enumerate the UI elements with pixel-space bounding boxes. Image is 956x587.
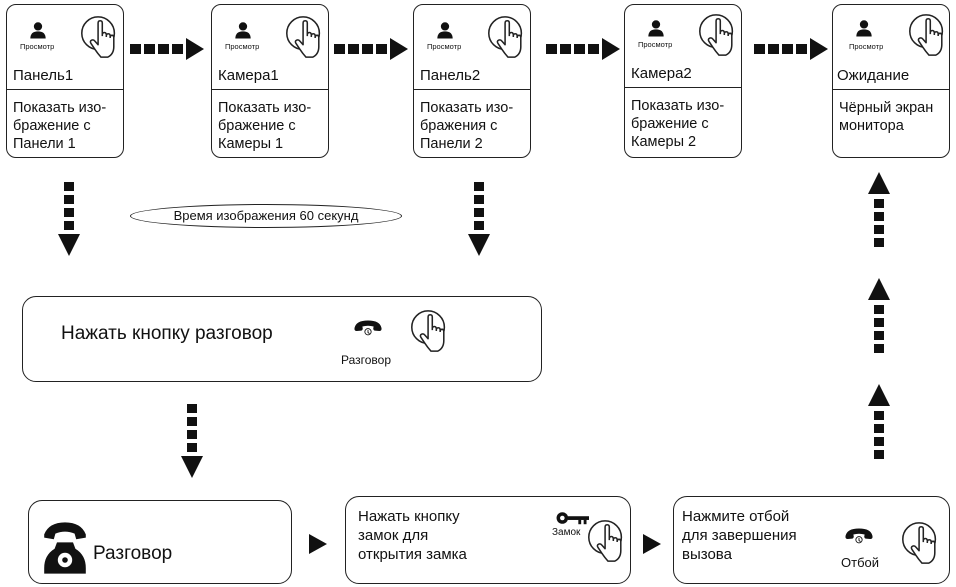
arrow-right-icon (643, 534, 661, 554)
hangup-step-box: Нажмите отбой для завершения вызова Отбо… (673, 496, 950, 584)
finger-press-icon[interactable] (77, 15, 123, 61)
talk-prompt-text: Нажать кнопку разговор (61, 323, 273, 344)
mode-divider (7, 89, 123, 90)
timer-note: Время изображения 60 секунд (130, 204, 402, 228)
talk-button-label: Разговор (341, 353, 392, 367)
mode-box-standby: Просмотр Ожидание Чёрный экран монитора (832, 4, 950, 158)
mode-description: Чёрный экран монитора (839, 100, 934, 134)
mode-name: Камера2 (631, 65, 692, 82)
mode-name: Камера1 (218, 67, 279, 84)
person-icon (29, 21, 47, 39)
mode-name: Ожидание (837, 67, 910, 84)
person-icon (234, 21, 252, 39)
finger-press-icon[interactable] (584, 519, 630, 565)
person-icon (436, 21, 454, 39)
mode-description: Показать изо- бражение с Камеры 2 (631, 98, 725, 150)
mode-divider (414, 89, 530, 90)
mode-box-camera1: Просмотр Камера1 Показать изо- бражение … (211, 4, 329, 158)
mode-name: Панель2 (420, 67, 481, 84)
phone-handset-icon (353, 319, 383, 337)
preview-label: Просмотр (638, 40, 673, 49)
talk-state-box: Разговор (28, 500, 292, 584)
preview-label: Просмотр (225, 42, 260, 51)
dashed-arrow-up (868, 278, 890, 353)
dashed-arrow-right (546, 38, 620, 60)
mode-description: Показать изо- бражение с Камеры 1 (218, 100, 312, 152)
mode-box-camera2: Просмотр Камера2 Показать изо- бражение … (624, 4, 742, 158)
dashed-arrow-right (130, 38, 204, 60)
mode-box-panel1: Просмотр Панель1 Показать изо- бражение … (6, 4, 124, 158)
talk-state-text: Разговор (93, 543, 173, 564)
mode-name: Панель1 (13, 67, 74, 84)
person-icon (647, 19, 665, 37)
dashed-arrow-right (334, 38, 408, 60)
dashed-arrow-down (58, 182, 80, 256)
unlock-step-box: Нажать кнопку замок для открытия замка З… (345, 496, 631, 584)
arrow-right-icon (309, 534, 327, 554)
preview-label: Просмотр (849, 42, 884, 51)
mode-divider (833, 89, 949, 90)
finger-press-icon[interactable] (407, 309, 453, 355)
person-icon (855, 19, 873, 37)
finger-press-icon[interactable] (905, 13, 951, 59)
phone-hangup-icon (844, 527, 874, 545)
telephone-icon (41, 519, 89, 577)
finger-press-icon[interactable] (484, 15, 530, 61)
lock-button-label: Замок (552, 527, 581, 538)
finger-press-icon[interactable] (282, 15, 328, 61)
unlock-step-text: Нажать кнопку замок для открытия замка (358, 508, 467, 563)
dashed-arrow-down (181, 404, 203, 478)
preview-label: Просмотр (20, 42, 55, 51)
hangup-button-label: Отбой (841, 555, 880, 570)
mode-description: Показать изо- бражение с Панели 1 (13, 100, 107, 152)
finger-press-icon[interactable] (695, 13, 741, 59)
finger-press-icon[interactable] (898, 521, 944, 567)
dashed-arrow-up (868, 172, 890, 247)
mode-divider (625, 87, 741, 88)
dashed-arrow-right (754, 38, 828, 60)
dashed-arrow-up (868, 384, 890, 459)
hangup-step-text: Нажмите отбой для завершения вызова (682, 508, 797, 563)
mode-divider (212, 89, 328, 90)
mode-description: Показать изо- бражения с Панели 2 (420, 100, 514, 152)
preview-label: Просмотр (427, 42, 462, 51)
mode-box-panel2: Просмотр Панель2 Показать изо- бражения … (413, 4, 531, 158)
dashed-arrow-down (468, 182, 490, 256)
talk-prompt-box: Нажать кнопку разговор Разговор (22, 296, 542, 382)
